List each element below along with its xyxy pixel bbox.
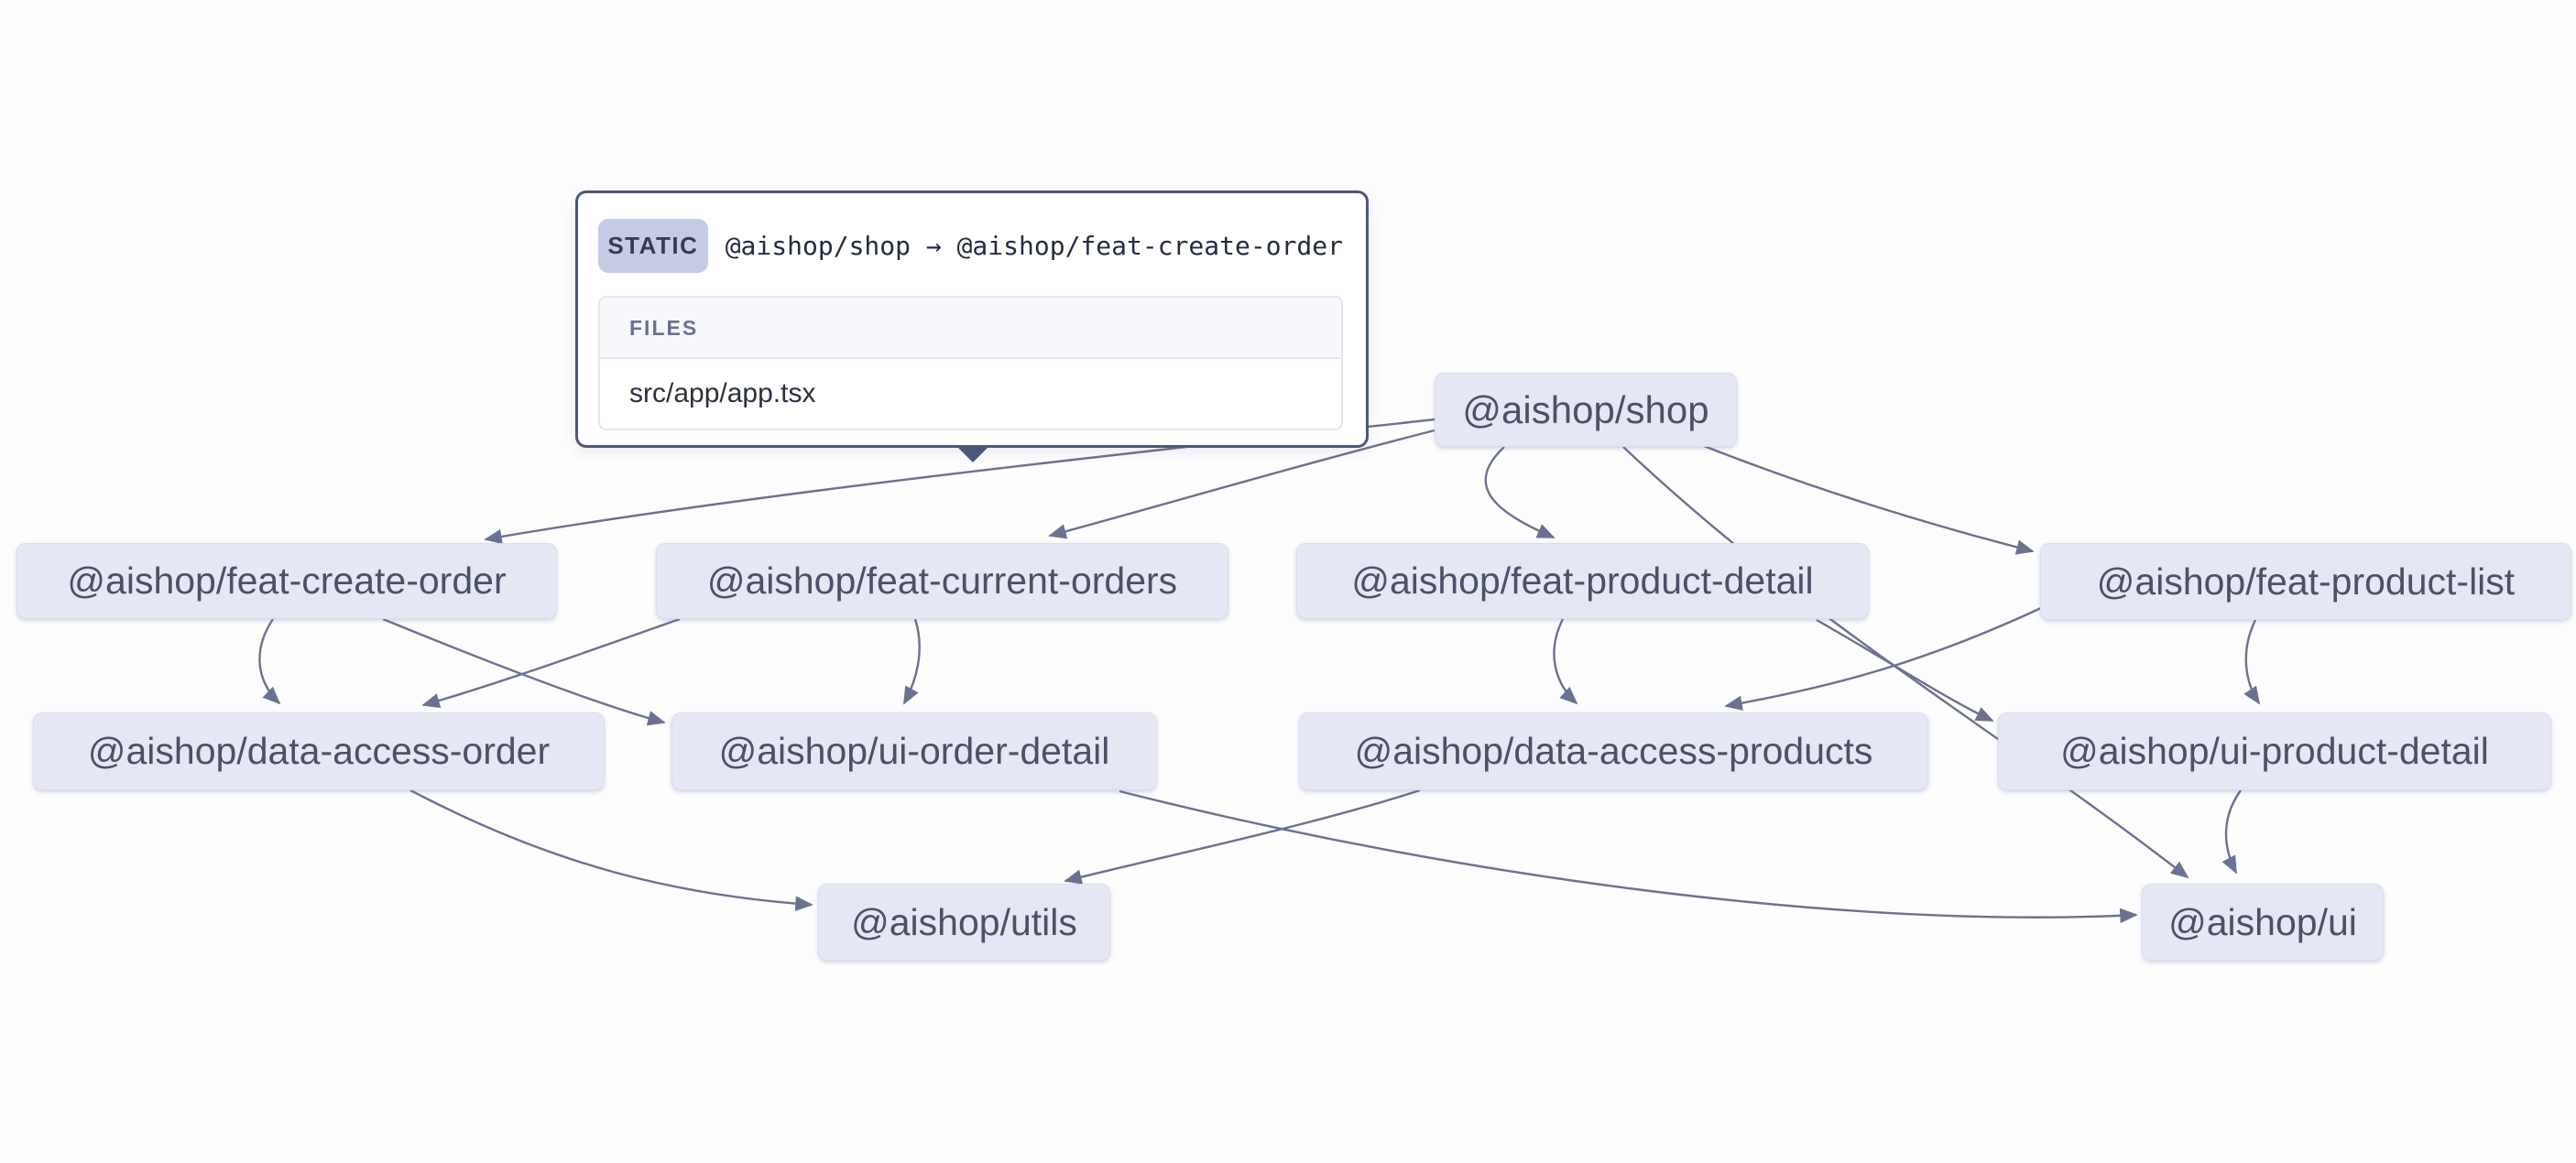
files-panel-header: FILES bbox=[600, 298, 1341, 359]
node-ui[interactable]: @aishop/ui bbox=[2142, 884, 2384, 961]
node-label: @aishop/feat-current-orders bbox=[706, 560, 1178, 602]
edge-feat-product-list-to-ui-product-detail[interactable] bbox=[2243, 619, 2261, 705]
edge-shop-to-feat-product-detail[interactable] bbox=[1484, 446, 1555, 539]
edge-feat-current-orders-to-ui-order-detail[interactable] bbox=[902, 618, 921, 705]
node-label: @aishop/utils bbox=[851, 900, 1077, 943]
edge-ui-order-detail-to-ui[interactable] bbox=[1119, 789, 2138, 924]
node-label: @aishop/ui-product-detail bbox=[2060, 730, 2489, 772]
node-label: @aishop/ui bbox=[2168, 900, 2357, 943]
node-label: @aishop/feat-create-order bbox=[67, 560, 507, 602]
node-label: @aishop/feat-product-list bbox=[2096, 560, 2516, 603]
edge-shop-to-feat-current-orders[interactable] bbox=[1048, 429, 1435, 539]
node-feat-product-detail[interactable]: @aishop/feat-product-detail bbox=[1296, 543, 1869, 619]
tooltip-pointer-icon bbox=[957, 447, 988, 462]
node-label: @aishop/ui-order-detail bbox=[718, 730, 1110, 772]
edge-type-badge: STATIC bbox=[598, 219, 708, 273]
edge-data-access-products-to-utils[interactable] bbox=[1064, 788, 1421, 885]
node-ui-product-detail[interactable]: @aishop/ui-product-detail bbox=[1998, 712, 2551, 790]
edge-feat-current-orders-to-data-access-order[interactable] bbox=[421, 617, 681, 709]
node-feat-create-order[interactable]: @aishop/feat-create-order bbox=[16, 543, 557, 619]
node-label: @aishop/data-access-order bbox=[87, 730, 551, 772]
tooltip-header-row: STATIC @aishop/shop → @aishop/feat-creat… bbox=[598, 219, 1343, 273]
edge-feat-product-list-to-data-access-products[interactable] bbox=[1724, 606, 2042, 711]
node-label: @aishop/shop bbox=[1462, 387, 1709, 431]
edge-label-text: @aishop/shop → @aishop/feat-create-order bbox=[725, 231, 1343, 261]
edge-data-access-order-to-utils[interactable] bbox=[409, 788, 813, 911]
edge-shop-to-feat-product-list[interactable] bbox=[1703, 444, 2035, 555]
node-ui-order-detail[interactable]: @aishop/ui-order-detail bbox=[671, 712, 1157, 790]
node-data-access-products[interactable]: @aishop/data-access-products bbox=[1299, 712, 1928, 790]
files-panel: FILES src/app/app.tsx bbox=[598, 296, 1343, 430]
node-data-access-order[interactable]: @aishop/data-access-order bbox=[33, 712, 605, 790]
node-shop[interactable]: @aishop/shop bbox=[1435, 373, 1737, 447]
edge-feat-create-order-to-data-access-order[interactable] bbox=[258, 618, 281, 705]
edge-feat-product-detail-to-ui-product-detail[interactable] bbox=[1816, 618, 1994, 723]
node-label: @aishop/data-access-products bbox=[1354, 730, 1873, 772]
edge-feat-product-detail-to-data-access-products[interactable] bbox=[1553, 618, 1578, 705]
edge-feat-create-order-to-ui-order-detail[interactable] bbox=[382, 617, 666, 726]
edge-shop-to-ui[interactable] bbox=[1622, 446, 2189, 879]
node-utils[interactable]: @aishop/utils bbox=[818, 884, 1110, 961]
file-item: src/app/app.tsx bbox=[629, 378, 816, 408]
node-feat-current-orders[interactable]: @aishop/feat-current-orders bbox=[656, 543, 1228, 619]
node-feat-product-list[interactable]: @aishop/feat-product-list bbox=[2040, 543, 2571, 620]
edge-tooltip: STATIC @aishop/shop → @aishop/feat-creat… bbox=[575, 190, 1369, 462]
node-label: @aishop/feat-product-detail bbox=[1351, 560, 1814, 602]
edge-ui-product-detail-to-ui[interactable] bbox=[2221, 789, 2242, 875]
